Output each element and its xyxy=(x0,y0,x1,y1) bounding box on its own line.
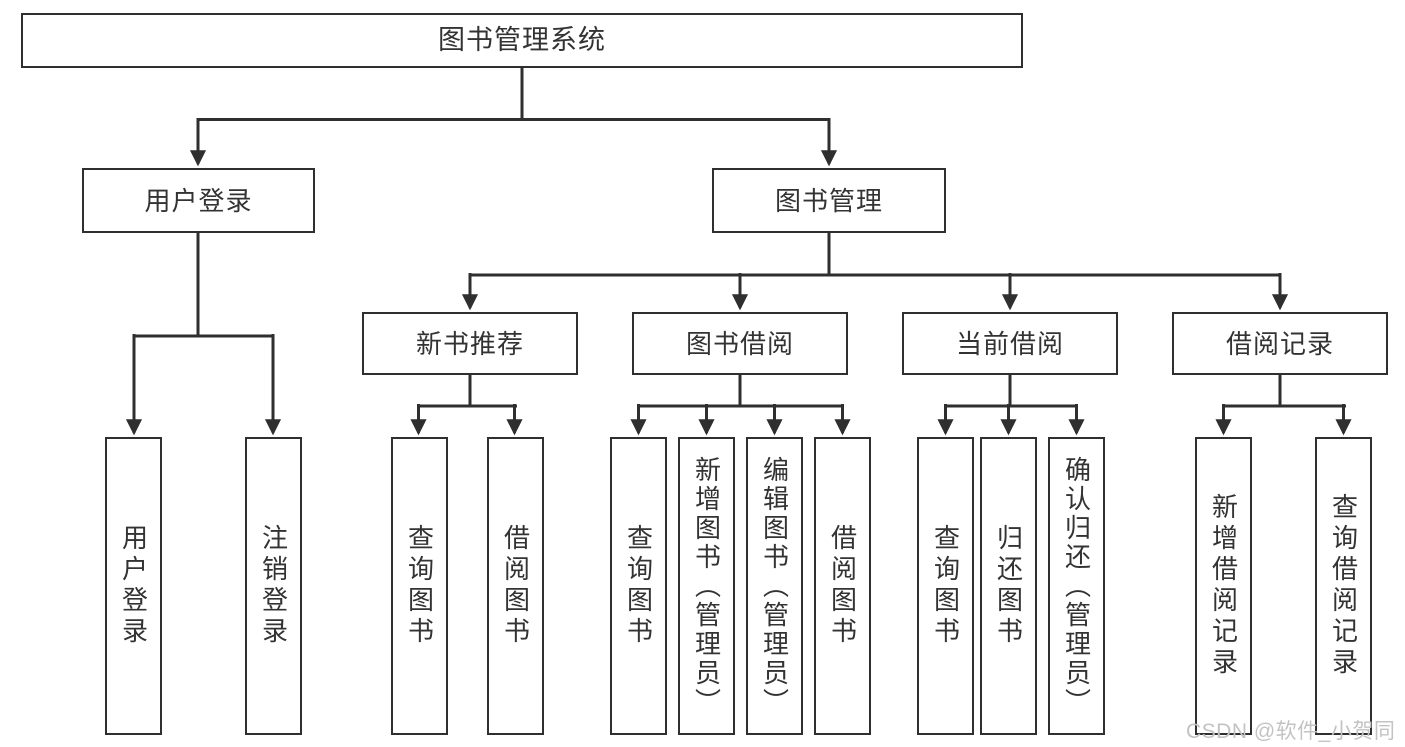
leaf-user-login: 用户登录 xyxy=(105,437,162,735)
node-new-book-recommendation: 新书推荐 xyxy=(362,312,578,375)
node-book-borrowing: 图书借阅 xyxy=(632,312,848,375)
leaf-cb-return-books: 归还图书 xyxy=(980,437,1037,735)
node-library-management-system: 图书管理系统 xyxy=(21,13,1023,68)
node-current-borrowing: 当前借阅 xyxy=(902,312,1118,375)
leaf-br-add-borrow-record: 新增借阅记录 xyxy=(1195,437,1252,735)
node-book-management: 图书管理 xyxy=(712,168,946,233)
leaf-logout: 注销登录 xyxy=(245,437,302,735)
leaf-nbr-query-books: 查询图书 xyxy=(391,437,448,735)
leaf-nbr-borrow-books: 借阅图书 xyxy=(487,437,544,735)
leaf-bb-query-books: 查询图书 xyxy=(610,437,667,735)
node-user-login: 用户登录 xyxy=(82,168,315,233)
leaf-bb-edit-books-admin: 编辑图书（管理员） xyxy=(746,437,803,735)
watermark: CSDN @软件_小贺同学 xyxy=(1186,720,1396,743)
leaf-cb-confirm-return-admin: 确认归还（管理员） xyxy=(1048,437,1105,735)
leaf-br-query-borrow-record: 查询借阅记录 xyxy=(1315,437,1372,735)
node-borrowing-records: 借阅记录 xyxy=(1172,312,1388,375)
leaf-bb-add-books-admin: 新增图书（管理员） xyxy=(678,437,735,735)
leaf-cb-query-books: 查询图书 xyxy=(917,437,974,735)
leaf-bb-borrow-books: 借阅图书 xyxy=(814,437,871,735)
